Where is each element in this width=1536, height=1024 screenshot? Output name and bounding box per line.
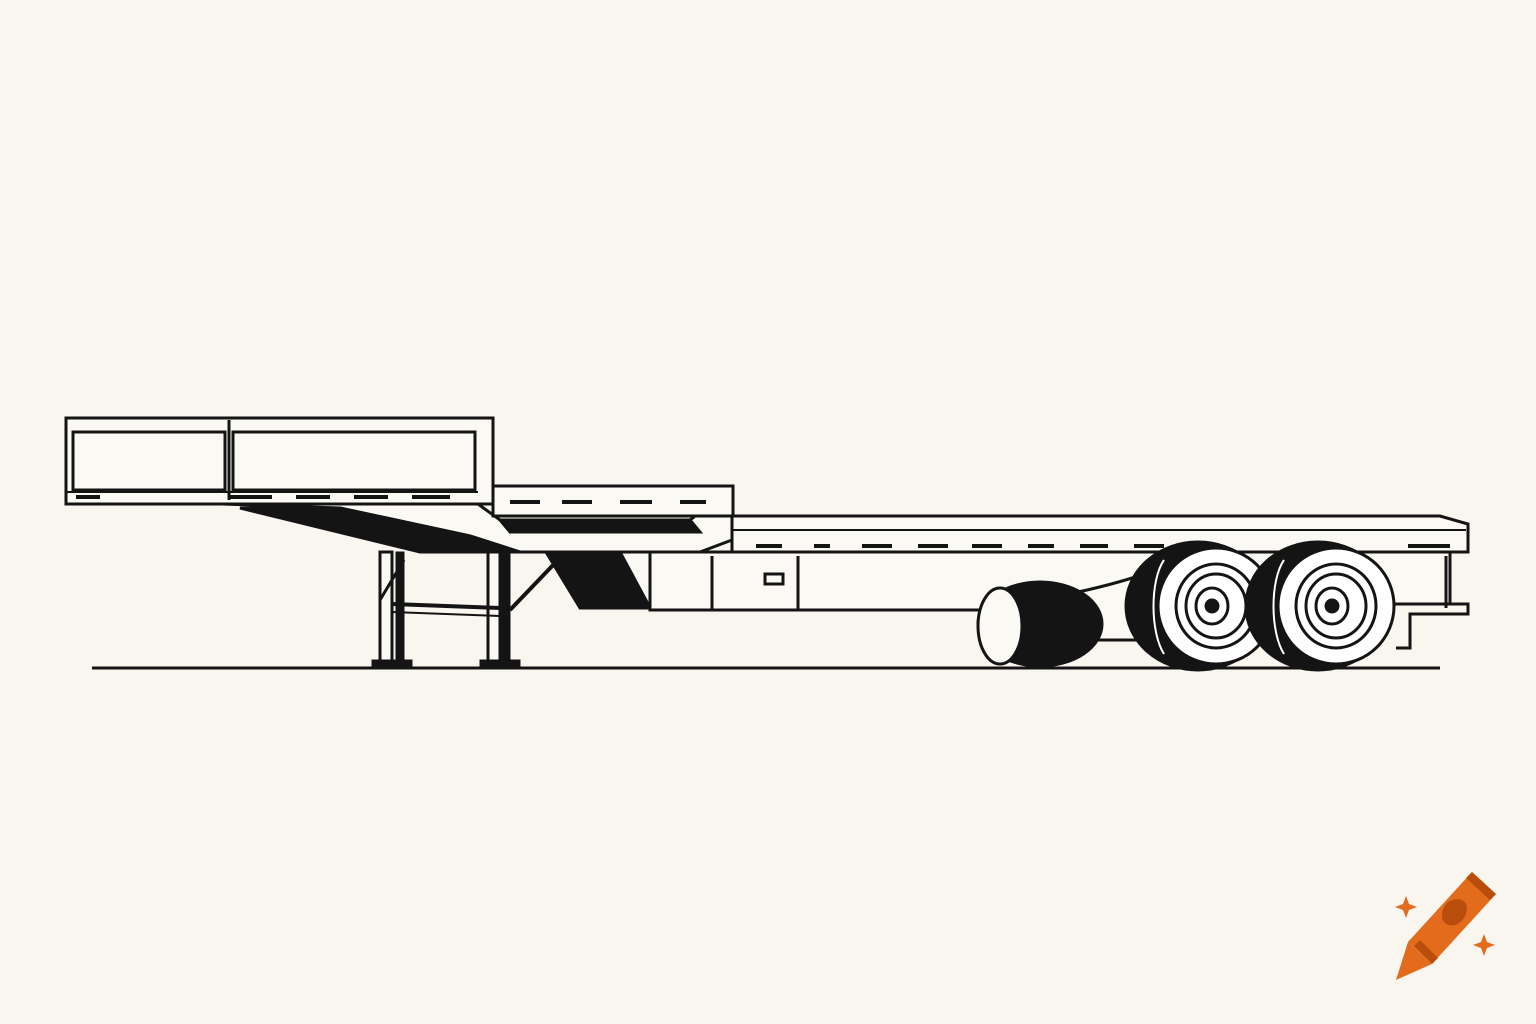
gooseneck-drop [221, 484, 735, 554]
neck-gusset [543, 550, 662, 610]
gooseneck-deck [64, 416, 495, 506]
sparkle-icon [1395, 896, 1495, 956]
crayon-body [1396, 872, 1496, 980]
axle-assembly [976, 569, 1152, 668]
landing-gear [371, 550, 558, 668]
rear-wheel [1244, 540, 1396, 672]
crayon-icon [1395, 872, 1496, 980]
front-wheel [1124, 540, 1276, 672]
